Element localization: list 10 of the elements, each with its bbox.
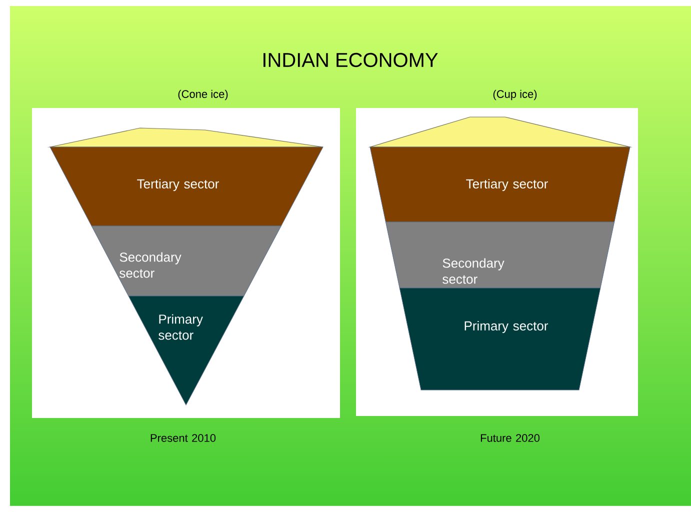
title: INDIAN ECONOMY bbox=[264, 52, 438, 68]
node-label: (Cup ice) bbox=[493, 90, 537, 100]
secondary-band: Secondary sector bbox=[91, 226, 282, 296]
year-caption: Present 2010 bbox=[150, 434, 216, 442]
year-caption: Future 2020 bbox=[480, 434, 540, 442]
secondary-band: Secondary sector bbox=[385, 222, 615, 288]
tertiary-band: Tertiary sector bbox=[370, 146, 630, 222]
primary-band: Primary sector bbox=[128, 296, 244, 406]
tertiary-band: Tertiary sector bbox=[50, 146, 324, 226]
node-label: (Cone ice) bbox=[178, 90, 228, 100]
